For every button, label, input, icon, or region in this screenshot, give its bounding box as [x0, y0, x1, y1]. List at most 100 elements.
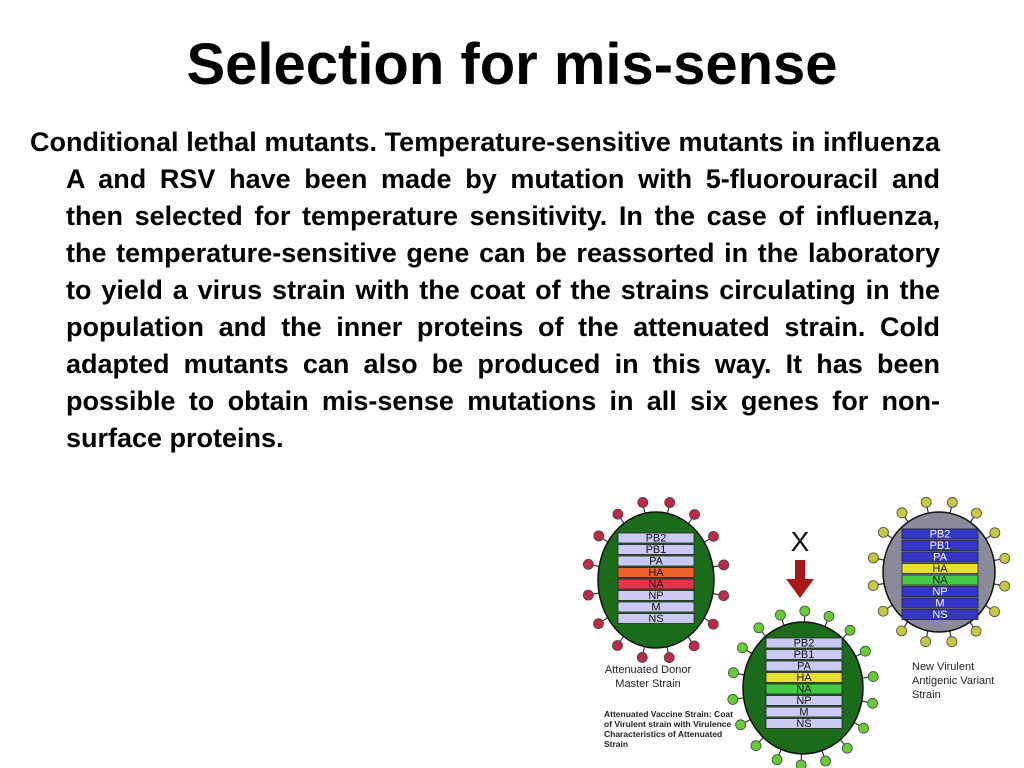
variant-segment-m	[901, 597, 979, 609]
cross-mark: X	[791, 526, 810, 557]
donor-spike-knob	[593, 530, 605, 542]
vaccine-caption-line-3: Characteristics of Attenuated	[604, 729, 722, 739]
donor-spike-knob	[582, 589, 594, 601]
vaccine-spike-knob	[820, 755, 831, 767]
vaccine-spike-knob	[859, 645, 871, 657]
donor-segment-label: NP	[648, 590, 663, 602]
donor-spike-knob	[636, 652, 648, 663]
vaccine-segment-label: HA	[796, 672, 812, 684]
arrow-head	[786, 579, 814, 598]
variant-spike-knob	[867, 552, 879, 564]
variant-segment-label: NA	[932, 575, 948, 587]
variant-spike-knob	[920, 496, 932, 508]
variant-caption-line-3: Strain	[912, 689, 941, 701]
donor-caption-line-2: Master Strain	[615, 678, 680, 690]
donor-spike-knob	[612, 640, 623, 651]
donor-spike-knob	[582, 558, 594, 570]
vaccine-segment-label: PA	[797, 661, 812, 673]
donor-segment-np	[617, 590, 695, 601]
variant-segment-label: NS	[932, 609, 947, 621]
variant-spike-knob	[970, 625, 982, 637]
variant-segment-np	[901, 586, 979, 597]
vaccine-segment-pb2	[765, 637, 843, 649]
vaccine-segment-label: NA	[796, 684, 812, 696]
donor-spike-knob	[593, 618, 604, 630]
donor-spike-knob	[718, 590, 730, 602]
variant-spike-knob	[878, 526, 889, 538]
donor-segment-label: NA	[648, 579, 664, 591]
reassortment-arrow	[786, 560, 814, 598]
variant-spike-knob	[999, 553, 1011, 564]
variant-segment-label: PB1	[930, 540, 951, 552]
variant-segment-na	[901, 574, 979, 586]
donor-segment-label: PA	[649, 556, 664, 568]
vaccine-spike-knob	[799, 605, 811, 617]
slide-title: Selection for mis-sense	[186, 32, 838, 97]
donor-segment-na	[617, 578, 695, 590]
variant-spike-knob	[999, 580, 1011, 592]
donor-segment-pb2	[617, 532, 695, 544]
variant-spike-knob	[946, 497, 958, 508]
donor-caption-line-1: Attenuated Donor	[605, 664, 692, 676]
arrow-shaft	[795, 560, 805, 580]
donor-segment-ns	[617, 613, 695, 624]
donor-segment-label: HA	[648, 567, 664, 579]
variant-caption-line-1: New Virulent	[912, 661, 974, 673]
vaccine-spike-knob	[753, 622, 765, 634]
donor-segment-label: PB2	[646, 533, 667, 545]
variant-segment-pb1	[901, 540, 979, 551]
variant-segment-label: PA	[933, 552, 948, 564]
variant-spike-knob	[896, 625, 907, 637]
vaccine-spike-knob	[727, 694, 739, 705]
vaccine-spike-knob	[771, 754, 783, 766]
donor-spike-knob	[663, 652, 675, 663]
vaccine-segment-na	[765, 683, 843, 695]
vaccine-spike-knob	[867, 697, 878, 709]
vaccine-segment-np	[765, 695, 843, 706]
vaccine-segment-ha	[765, 672, 843, 683]
vaccine-spike-knob	[841, 742, 853, 754]
vaccine-segment-label: NP	[796, 695, 811, 707]
donor-spike-knob	[688, 640, 700, 652]
variant-caption-line-2: Antigenic Variant	[912, 675, 994, 687]
variant-spike-knob	[896, 507, 908, 519]
variant-segment-pb2	[901, 528, 979, 540]
vaccine-segment-label: PB1	[794, 649, 815, 661]
vaccine-segment-ns	[765, 718, 843, 729]
variant-spike-knob	[989, 527, 1001, 539]
vaccine-spike-knob	[867, 671, 879, 682]
variant-segment-label: NP	[932, 586, 947, 598]
variant-segment-label: HA	[932, 563, 948, 575]
donor-spike-knob	[637, 497, 649, 508]
slide-body-text: Conditional lethal mutants. Temperature-…	[30, 127, 940, 453]
vaccine-segment-label: M	[799, 707, 808, 719]
variant-spike-knob	[920, 636, 932, 647]
donor-spike-knob	[718, 559, 730, 571]
vaccine-spike-knob	[823, 610, 835, 622]
variant-segment-pa	[901, 551, 979, 563]
variant-spike-knob	[877, 605, 889, 617]
donor-spike-knob	[612, 508, 624, 520]
variant-spike-knob	[971, 507, 982, 519]
donor-spike-knob	[707, 618, 719, 630]
vaccine-segment-pb1	[765, 649, 843, 660]
vaccine-spike-knob	[750, 740, 762, 752]
variant-spikes	[867, 496, 1011, 648]
vaccine-spike-knob	[844, 624, 856, 636]
donor-spike-knob	[689, 509, 700, 520]
variant-segment-ha	[901, 563, 979, 574]
donor-spike-knob	[708, 530, 719, 542]
variant-spike-knob	[946, 636, 958, 648]
vaccine-spike-knob	[775, 609, 786, 621]
variant-segment-ns	[901, 609, 979, 620]
vaccine-caption-line-1: Attenuated Vaccine Strain: Coat	[604, 709, 733, 719]
variant-segment-label: PB2	[930, 529, 951, 541]
variant-spike-knob	[989, 606, 1000, 618]
vaccine-segment-pa	[765, 660, 843, 672]
vaccine-spike-knob	[858, 722, 869, 734]
